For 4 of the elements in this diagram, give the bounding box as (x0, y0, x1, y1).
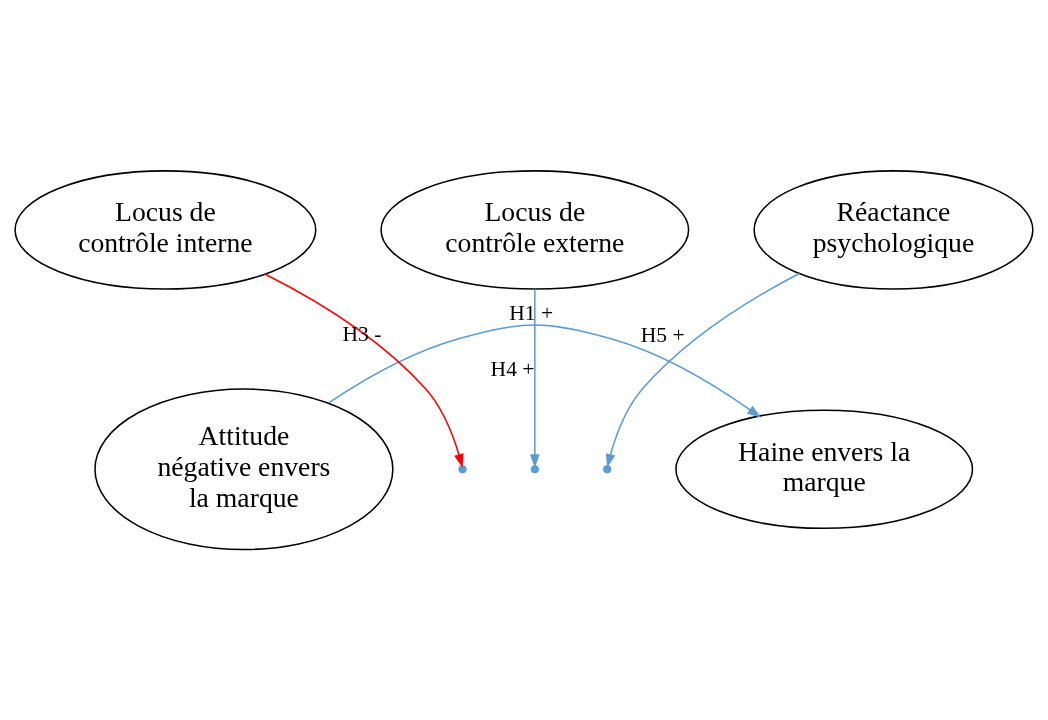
edge-label: H1 + (509, 300, 554, 325)
edge-label: H4 + (490, 356, 535, 381)
edge-label: H3 - (342, 321, 382, 346)
edge-label: H5 + (640, 322, 685, 347)
